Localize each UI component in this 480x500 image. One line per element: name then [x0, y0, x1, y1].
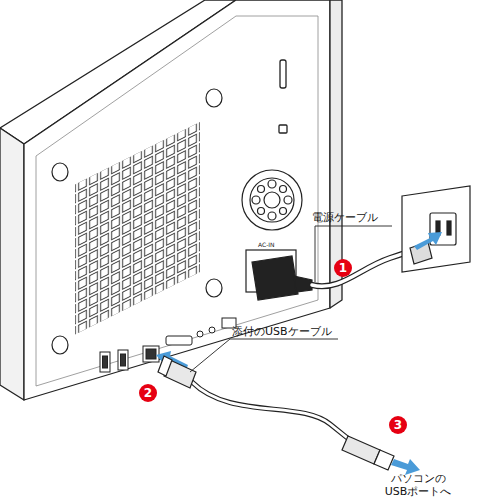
power-inlet: [246, 250, 312, 300]
fan-ring: [242, 170, 302, 230]
part-label: 添付のUSBケーブル: [232, 325, 332, 338]
callout-number: 1: [334, 259, 352, 277]
usb-a-port: [121, 354, 126, 366]
usb-a-port: [100, 352, 110, 372]
power-plug: [252, 256, 298, 300]
part-label: 電源ケーブル: [312, 211, 378, 224]
callout-number: 2: [139, 384, 157, 402]
socket-slot: [447, 221, 451, 235]
fan-hole: [280, 186, 287, 193]
hole: [52, 163, 68, 181]
leader-line: [315, 226, 392, 282]
fan-hole: [268, 180, 276, 188]
usb-a-port: [103, 356, 108, 368]
fan-hole: [280, 208, 287, 215]
enclosure: [0, 0, 342, 400]
mount-holes: [52, 89, 222, 354]
fan-hole: [268, 212, 276, 220]
fan-hole: [252, 196, 260, 204]
esata-port: [166, 336, 192, 345]
fan-hole: [284, 196, 292, 204]
usb-b-tip: [158, 356, 172, 376]
usb-b-port: [146, 349, 156, 359]
outlet-plate: [402, 186, 470, 272]
leader-lines: [190, 226, 392, 372]
usb-cable: [158, 356, 394, 470]
fan-hole: [258, 186, 265, 193]
hole: [52, 336, 68, 354]
cable-core: [192, 382, 350, 440]
button: [197, 331, 203, 337]
leader-line: [190, 339, 338, 372]
insert-arrow: [414, 232, 442, 250]
direction-note: パソコンの USBポートへ: [378, 472, 458, 498]
callout-number: 3: [389, 416, 407, 434]
fan-ring: [250, 178, 294, 222]
back-panel: [24, 0, 330, 400]
usb-a-port: [118, 350, 128, 370]
fan-hub: [264, 192, 280, 208]
fan-hole: [258, 208, 265, 215]
wall-outlet: [402, 186, 470, 272]
usb-a-tip: [374, 450, 394, 470]
fan: [242, 170, 302, 230]
port-label: AC-IN: [258, 241, 275, 248]
hole: [206, 89, 222, 107]
side-face: [0, 128, 24, 400]
usb-b-port: [143, 346, 159, 362]
hole: [206, 279, 222, 297]
lock-hole: [279, 125, 287, 133]
button: [209, 327, 215, 333]
cable-outline: [192, 382, 350, 440]
vent-grille: [75, 122, 200, 335]
grille-grid: [75, 122, 200, 335]
slot: [280, 60, 286, 88]
usb-a-plug: [342, 436, 380, 464]
